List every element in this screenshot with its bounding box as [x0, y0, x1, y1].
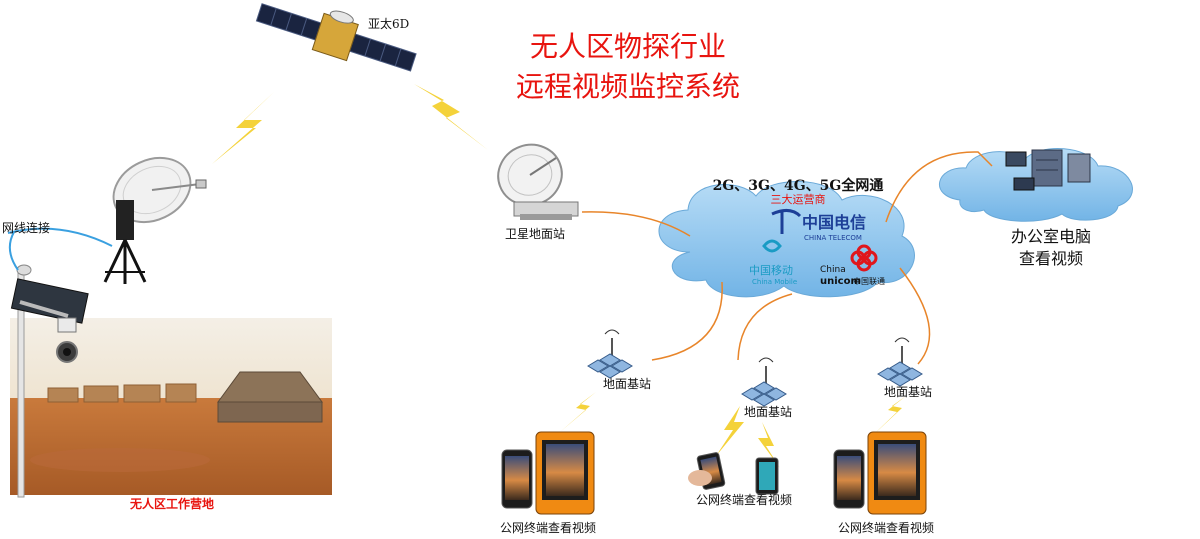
link-ground-to-cloud — [581, 211, 691, 237]
network-cloud — [658, 180, 915, 298]
camp-photo — [10, 318, 332, 495]
base-station-right — [877, 337, 923, 387]
ground-station-label: 卫星地面站 — [505, 227, 565, 241]
lightning-bolt-icon — [212, 92, 274, 164]
china-unicom-logo: China unicom 中国联通 — [820, 244, 885, 287]
network-links — [581, 151, 993, 365]
lightning-bolt-icon — [716, 406, 744, 456]
base-station-mid — [741, 357, 787, 407]
link-cloud-to-base-right — [899, 267, 931, 365]
satellite — [255, 3, 417, 72]
lightning-bolt-icon — [414, 84, 488, 150]
base-station-left — [587, 329, 633, 379]
office-equipment — [1005, 149, 1091, 191]
svg-text:China: China — [820, 265, 846, 275]
title-line-1: 无人区物探行业 — [530, 30, 726, 63]
svg-text:中国电信: 中国电信 — [802, 213, 866, 232]
terminal-right-label: 公网终端查看视频 — [838, 520, 934, 535]
link-cloud-to-office — [885, 151, 993, 223]
china-mobile-logo: 中国移动 China Mobile — [749, 239, 797, 286]
title-line-2: 远程视频监控系统 — [516, 70, 740, 103]
office-sub-label: 查看视频 — [1019, 249, 1083, 268]
svg-text:中国移动: 中国移动 — [749, 264, 793, 277]
network-link-label: 网线连接 — [2, 220, 50, 235]
link-cloud-to-base-mid — [737, 293, 793, 361]
unicom-knot-icon — [850, 244, 878, 272]
mobile-icon — [762, 239, 782, 253]
svg-text:中国联通: 中国联通 — [853, 276, 885, 286]
portable-satellite-dish — [103, 156, 207, 284]
office-label: 办公室电脑 — [1011, 227, 1091, 246]
network-coverage-label: 2G、3G、4G、5G全网通 — [713, 177, 884, 194]
base-station-right-label: 地面基站 — [884, 385, 932, 399]
terminal-left-phones — [501, 431, 595, 515]
operators-label: 三大运营商 — [771, 192, 826, 206]
terminal-right-phones — [833, 431, 927, 515]
camp-label: 无人区工作营地 — [129, 496, 214, 511]
terminal-mid-phones — [688, 452, 779, 495]
svg-text:CHINA TELECOM: CHINA TELECOM — [804, 234, 862, 242]
link-cloud-to-base-left — [651, 281, 723, 361]
svg-text:China Mobile: China Mobile — [752, 278, 797, 286]
signal-icon — [604, 329, 620, 335]
base-station-mid-label: 地面基站 — [744, 405, 792, 419]
svg-text:unicom: unicom — [820, 276, 861, 287]
satellite-label: 亚太6D — [368, 16, 409, 31]
terminal-mid-label: 公网终端查看视频 — [696, 492, 792, 507]
china-telecom-logo: 中国电信 CHINA TELECOM — [771, 209, 866, 242]
telecom-icon — [771, 209, 802, 234]
network-cable-link — [7, 227, 113, 247]
ground-station-dish — [497, 143, 579, 220]
base-station-left-label: 地面基站 — [603, 377, 651, 391]
signal-icon — [758, 357, 774, 363]
network-cable — [8, 231, 19, 271]
camera-pole — [10, 264, 89, 498]
terminal-left-label: 公网终端查看视频 — [500, 520, 596, 535]
lightning-bolt-icon — [872, 396, 906, 436]
lightning-bolt-icon — [758, 422, 780, 468]
lightning-bolt-icon — [560, 392, 596, 432]
signal-icon — [894, 337, 910, 343]
